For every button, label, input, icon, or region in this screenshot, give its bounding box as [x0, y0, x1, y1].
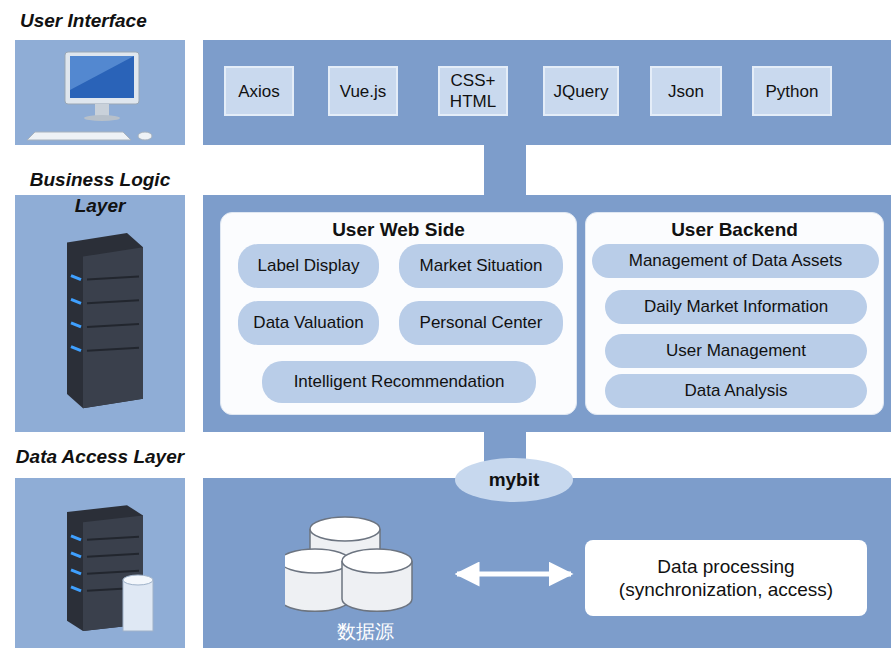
tech-box: JQuery [543, 66, 619, 116]
label: mybit [489, 469, 540, 491]
heading: Data Access Layer [15, 444, 185, 470]
heading: User Backend [586, 219, 883, 241]
label: User Management [666, 341, 806, 361]
data-source: 数据源 [285, 505, 445, 645]
label: Axios [238, 81, 280, 102]
function-pill: Personal Center [399, 301, 563, 345]
label: Label Display [257, 256, 359, 276]
function-pill: Daily Market Information [605, 290, 867, 324]
layer-panel: User Interface [15, 40, 185, 145]
database-icon [285, 505, 445, 620]
label: Data Valuation [253, 313, 363, 333]
pillar [484, 145, 526, 197]
label: Intelligent Recommendation [294, 372, 505, 392]
computer-icon [15, 40, 185, 145]
function-pill: Data Valuation [238, 301, 379, 345]
label: Data Analysis [685, 381, 788, 401]
label: Vue.js [340, 81, 387, 102]
double-arrow [457, 572, 571, 577]
module-panel: User Web SideLabel Display Market Situati… [220, 212, 577, 415]
label: Python [766, 81, 819, 102]
label: Data processing (synchronization, access… [595, 555, 857, 601]
label: 数据源 [285, 619, 445, 645]
layer-panel: Business Logic Layer [15, 195, 185, 432]
server-icon [15, 478, 185, 648]
tech-box: Python [752, 66, 832, 116]
label: CSS+ HTML [444, 70, 502, 112]
function-pill: Intelligent Recommendation [262, 361, 536, 403]
label: Daily Market Information [644, 297, 828, 317]
heading: User Web Side [221, 219, 576, 241]
label: Market Situation [420, 256, 543, 276]
mapper-ellipse: mybit [455, 458, 573, 502]
process-box: Data processing (synchronization, access… [585, 540, 867, 616]
function-pill: User Management [605, 334, 867, 368]
layer-panel: Data Access Layer [15, 478, 185, 648]
function-pill: Management of Data Assets [592, 244, 879, 278]
server-icon [15, 195, 185, 432]
label: Personal Center [420, 313, 543, 333]
tech-box: Vue.js [328, 66, 398, 116]
tech-box: Json [650, 66, 722, 116]
function-pill: Label Display [238, 244, 379, 288]
module-panel: User BackendManagement of Data AssetsDai… [585, 212, 884, 415]
label: JQuery [554, 81, 609, 102]
tech-box: Axios [224, 66, 294, 116]
tech-box: CSS+ HTML [438, 66, 508, 116]
label: Management of Data Assets [629, 251, 843, 271]
function-pill: Market Situation [399, 244, 563, 288]
heading: User Interface [20, 8, 190, 34]
heading: Business Logic Layer [15, 167, 185, 219]
label: Json [668, 81, 704, 102]
function-pill: Data Analysis [605, 374, 867, 408]
